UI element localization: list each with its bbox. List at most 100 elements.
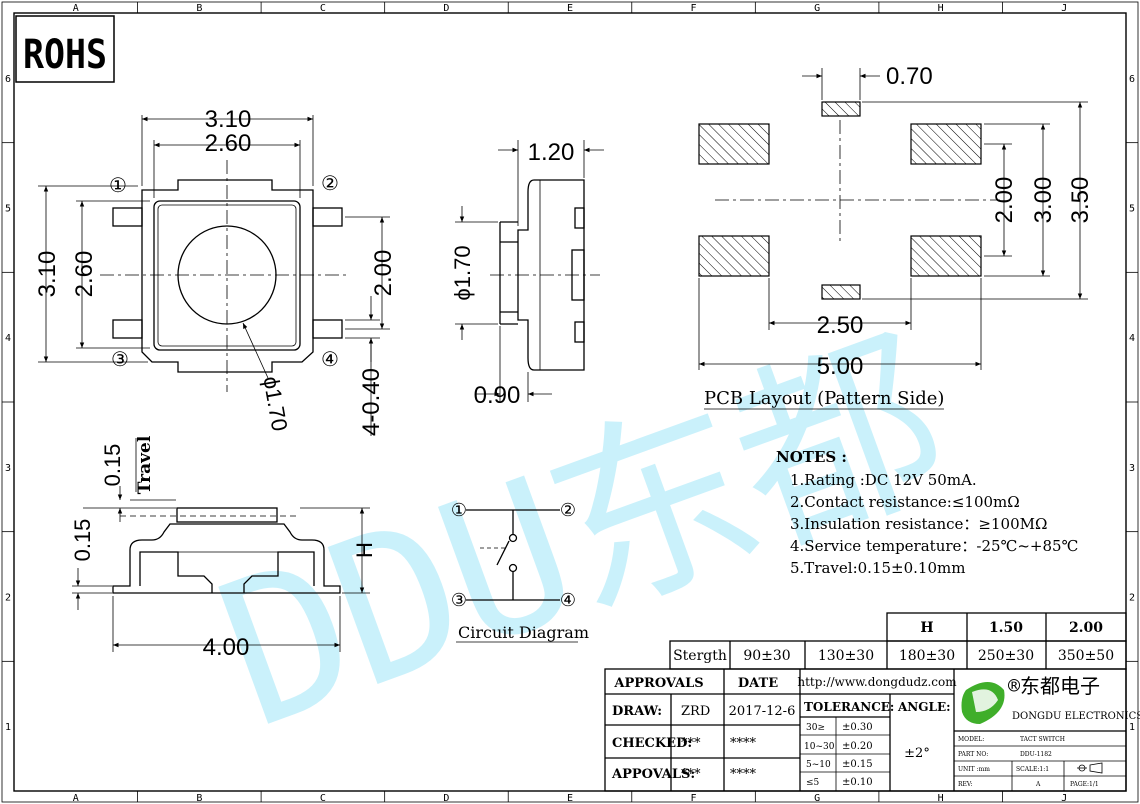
dim-travel: 0.15 (100, 444, 125, 487)
tol-range-3: 5~10 (806, 760, 831, 770)
row-label-6: 6 (5, 74, 11, 85)
row-label-4-right: 4 (1129, 333, 1135, 344)
note-2: 2.Contact resistance:≤100mΩ (790, 493, 1020, 511)
dim-height-outer: 3.10 (34, 251, 61, 298)
column-label-E-bottom: E (567, 793, 573, 804)
company-logo-icon (961, 682, 1005, 724)
dim-pcb-2-00: 2.00 (991, 177, 1018, 224)
pcb-caption: PCB Layout (Pattern Side) (704, 388, 944, 409)
part-value: DDU-1182 (1020, 751, 1052, 758)
draw-label: DRAW: (612, 704, 662, 719)
dim-pin-span: 2.00 (370, 250, 397, 297)
column-label-G: G (814, 3, 820, 14)
side-view: 1.20 ϕ1.70 0.90 (450, 139, 604, 409)
dim-front-width: 4.00 (203, 634, 250, 661)
appovals-label: APPOVALS: (611, 767, 695, 782)
column-label-E: E (567, 3, 573, 14)
row-label-4: 4 (5, 333, 11, 344)
circuit-pin-2: ② (560, 500, 576, 521)
row-label-1-right: 1 (1129, 722, 1135, 733)
row-label-2: 2 (5, 593, 11, 604)
column-label-J-bottom: J (1061, 793, 1067, 804)
tol-range-1: 30≥ (806, 723, 825, 733)
dim-pcb-2-50: 2.50 (817, 312, 864, 339)
table-val-3: 180±30 (899, 648, 955, 664)
table-h-2: 2.00 (1069, 620, 1103, 636)
tolerance-label: TOLERANCE: (804, 700, 894, 714)
row-label-5: 5 (5, 204, 11, 215)
table-val-1: 90±30 (743, 648, 790, 664)
angle-label: ANGLE: (897, 700, 951, 714)
table-h-header: H (920, 620, 933, 636)
note-5: 5.Travel:0.15±0.10mm (790, 559, 965, 577)
column-label-F-bottom: F (691, 793, 697, 804)
column-label-C: C (320, 3, 326, 14)
dim-width-outer: 3.10 (205, 106, 252, 133)
tol-value-4: ±0.10 (842, 777, 873, 788)
tol-range-2: 10~30 (804, 742, 835, 752)
front-view: 0.15 Travel 0.15 H 4.00 (70, 435, 377, 661)
top-view: ① ② ③ ④ 3.10 2.60 3.10 2.60 2.00 4-0.40 (34, 106, 397, 436)
column-label-B: B (196, 3, 202, 14)
column-label-B-bottom: B (196, 793, 202, 804)
page-label: PAGE:1/1 (1070, 781, 1099, 788)
dim-button-diameter: ϕ1.70 (258, 374, 292, 433)
part-label: PART NO: (958, 751, 988, 758)
projection-symbol-icon (1077, 762, 1103, 774)
checked-date: **** (730, 736, 757, 751)
website: http://www.dongdudz.com (797, 675, 957, 689)
row-label-6-right: 6 (1129, 74, 1135, 85)
approvals-header: APPROVALS (613, 676, 703, 691)
tol-value-2: ±0.20 (842, 741, 873, 752)
checked-name: *** (681, 736, 701, 751)
circuit-pin-3: ③ (451, 590, 467, 611)
column-label-G-bottom: G (814, 793, 820, 804)
dim-side-diameter: ϕ1.70 (450, 245, 475, 300)
row-label-1: 1 (5, 722, 11, 733)
dim-h: H (352, 542, 377, 558)
dim-front-height: 0.15 (70, 519, 95, 562)
row-label-5-right: 5 (1129, 204, 1135, 215)
column-label-D: D (443, 3, 449, 14)
dim-side-bottom: 0.90 (474, 382, 521, 409)
appovals-name: *** (681, 767, 701, 782)
note-1: 1.Rating :DC 12V 50mA. (790, 471, 977, 489)
circuit-pin-1: ① (451, 500, 467, 521)
travel-label: Travel (135, 435, 155, 494)
pin-2-label: ② (321, 171, 339, 195)
rohs-badge: ROHS (15, 15, 115, 83)
pin-3-label: ③ (111, 347, 129, 371)
checked-label: CHECKED: (612, 736, 692, 751)
note-4: 4.Service temperature：-25℃~+85℃ (790, 537, 1078, 555)
column-label-F: F (691, 3, 697, 14)
table-val-5: 350±50 (1058, 648, 1114, 664)
table-val-4: 250±30 (978, 648, 1034, 664)
column-label-C-bottom: C (320, 793, 326, 804)
row-label-3: 3 (5, 463, 11, 474)
strength-table: H 1.50 2.00 Stergth 90±30 130±30 180±30 … (669, 612, 1127, 670)
tol-value-1: ±0.30 (842, 722, 873, 733)
appovals-date: **** (730, 767, 757, 782)
circuit-caption: Circuit Diagram (458, 623, 589, 642)
pin-1-label: ① (109, 173, 127, 197)
table-val-2: 130±30 (818, 648, 874, 664)
column-label-D-bottom: D (443, 793, 449, 804)
circuit-pin-4: ④ (560, 590, 576, 611)
column-label-A-bottom: A (73, 793, 79, 804)
column-label-H: H (938, 3, 944, 14)
draw-date: 2017-12-6 (729, 704, 796, 719)
circuit-diagram: ① ② ③ ④ Circuit Diagram (451, 500, 589, 643)
scale-label: SCALE:1:1 (1016, 766, 1049, 773)
dim-pcb-3-50: 3.50 (1067, 177, 1094, 224)
notes: NOTES : 1.Rating :DC 12V 50mA. 2.Contact… (776, 448, 1078, 577)
note-3: 3.Insulation resistance：≥100MΩ (790, 515, 1047, 533)
model-label: MODEL: (958, 736, 984, 743)
dim-width-inner: 2.60 (205, 130, 252, 157)
row-label-3-right: 3 (1129, 463, 1135, 474)
unit-label: UNIT :mm (958, 766, 990, 773)
model-value: TACT SWITCH (1020, 736, 1065, 743)
